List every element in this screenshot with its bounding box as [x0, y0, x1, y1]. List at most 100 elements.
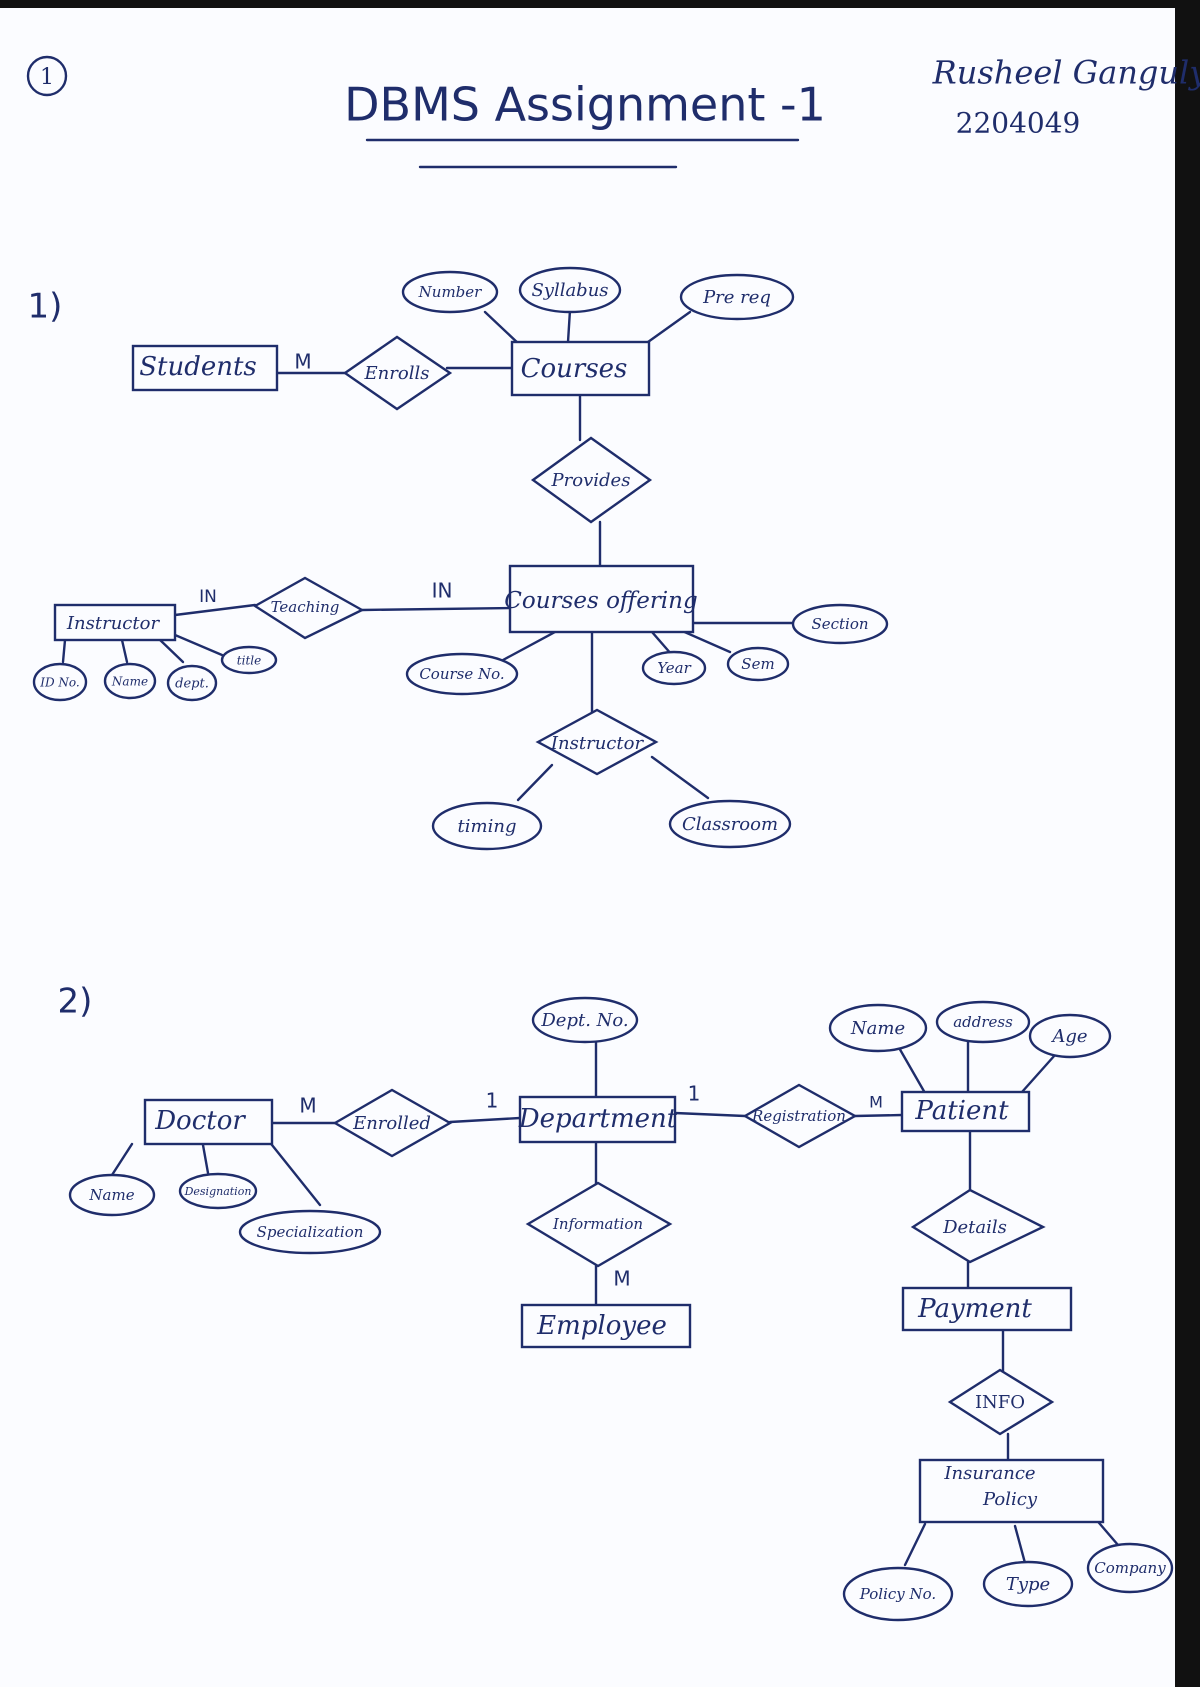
attribute-year: Year	[641, 650, 707, 686]
attribute-label: Sem	[741, 655, 774, 673]
relationship-label: Provides	[551, 470, 631, 491]
attribute-doctor-name: Name	[68, 1173, 156, 1217]
attribute-course-no: Course No.	[405, 652, 519, 696]
attribute-label: Name	[850, 1018, 905, 1039]
diagram1-connectors	[61, 308, 797, 802]
relationship-enrolls: Enrolls	[342, 335, 453, 411]
attribute-address: address	[935, 1000, 1031, 1044]
attribute-prereq: Pre req	[679, 273, 795, 321]
diagram2-connectors	[110, 1040, 1120, 1567]
attribute-label: Age	[1050, 1026, 1087, 1047]
question-number-1: 1)	[28, 287, 63, 327]
entity-label-line1: Insurance	[943, 1463, 1035, 1484]
entity-doctor: Doctor	[143, 1098, 274, 1146]
cardinality-label: IN	[432, 579, 453, 603]
entity-courses: Courses	[510, 340, 651, 397]
relationship-label: Teaching	[271, 598, 340, 616]
entity-label: Patient	[914, 1096, 1009, 1126]
roll-number: 2204049	[956, 107, 1081, 140]
entity-payment: Payment	[901, 1286, 1073, 1332]
entity-instructor: Instructor	[53, 603, 177, 642]
relationship-label: Information	[552, 1215, 643, 1233]
attribute-classroom: Classroom	[668, 799, 792, 849]
paper-sheet	[0, 8, 1175, 1687]
entity-label: Doctor	[154, 1106, 246, 1136]
line-instructor-teaching	[173, 603, 257, 617]
attribute-label: Specialization	[257, 1223, 364, 1241]
attribute-label: address	[953, 1013, 1013, 1031]
attribute-label: Course No.	[419, 665, 504, 683]
er-diagram-2: 2) Doctor	[58, 982, 1174, 1622]
relationship-registration: Registration	[742, 1083, 858, 1149]
attribute-label: Policy No.	[859, 1585, 936, 1603]
relationship-label: INFO	[975, 1392, 1025, 1413]
attribute-label: Name	[111, 675, 148, 689]
attribute-label: Name	[88, 1186, 134, 1204]
line-instructor-rel-classroom	[650, 755, 710, 800]
line-instructor-dept	[156, 636, 185, 664]
attribute-specialization: Specialization	[238, 1209, 382, 1255]
entity-label-line2: Policy	[982, 1489, 1038, 1510]
attribute-timing: timing	[431, 801, 543, 851]
attribute-label: Number	[418, 283, 482, 301]
relationship-details: Details	[910, 1188, 1046, 1264]
line-patient-age	[1020, 1053, 1057, 1094]
attribute-policy-no: Policy No.	[842, 1566, 954, 1622]
line-doctor-designation	[201, 1143, 210, 1175]
line-instructor-title	[166, 630, 224, 657]
page-number-circle	[26, 55, 68, 97]
attribute-section: Section	[791, 603, 889, 645]
entity-patient: Patient	[900, 1090, 1031, 1133]
line-registration-patient	[853, 1113, 904, 1118]
attribute-label: Classroom	[682, 814, 778, 835]
line-prereq-courses	[646, 310, 692, 344]
relationship-label: Details	[942, 1217, 1007, 1238]
page-title: DBMS Assignment -1	[344, 78, 826, 132]
page-number: 1	[40, 65, 54, 90]
entity-label: Department	[518, 1104, 678, 1134]
attribute-label: title	[237, 654, 261, 668]
line-teaching-offering	[360, 606, 512, 612]
attribute-company: Company	[1086, 1542, 1174, 1594]
cardinality-label: M	[613, 1267, 630, 1291]
header: 1 DBMS Assignment -1 Rusheel Ganguly 220…	[26, 54, 1200, 169]
cardinality-label: 1	[688, 1082, 701, 1106]
attribute-designation: Designation	[178, 1172, 258, 1210]
cardinality-label: 1	[486, 1089, 499, 1113]
relationship-label: Instructor	[550, 733, 645, 754]
attribute-dept: dept.	[166, 664, 218, 702]
line-patient-name	[896, 1044, 927, 1095]
entity-label: Employee	[536, 1311, 667, 1341]
attribute-type: Type	[982, 1560, 1074, 1608]
attribute-label: Company	[1094, 1559, 1166, 1577]
line-instructor-rel-timing	[516, 763, 554, 802]
entity-label: Students	[139, 352, 257, 382]
cardinality-label: M	[294, 350, 311, 374]
attribute-label: timing	[458, 816, 517, 837]
line-doctor-specialization	[266, 1138, 322, 1207]
attribute-number: Number	[401, 270, 499, 314]
entity-department: Department	[518, 1095, 678, 1144]
relationship-label: Registration	[751, 1107, 846, 1125]
attribute-label: Dept. No.	[540, 1010, 628, 1031]
attribute-id-no: ID No.	[32, 662, 88, 702]
line-offering-sem	[678, 628, 732, 654]
entity-courses-offering: Courses offering	[504, 564, 698, 634]
question-number-2: 2)	[58, 982, 93, 1022]
author-name: Rusheel Ganguly	[932, 54, 1200, 92]
entity-employee: Employee	[520, 1303, 692, 1349]
attribute-instructor-name: Name	[103, 662, 157, 700]
relationship-information: Information	[525, 1181, 673, 1268]
attribute-syllabus: Syllabus	[518, 266, 622, 314]
relationship-teaching: Teaching	[252, 576, 365, 640]
entity-label: Payment	[917, 1294, 1032, 1324]
attribute-dept-no: Dept. No.	[531, 996, 639, 1044]
attribute-title: title	[220, 645, 278, 675]
line-number-courses	[483, 310, 522, 347]
line-insurance-policyno	[903, 1522, 927, 1567]
cardinality-label: M	[869, 1093, 883, 1112]
entity-label: Courses	[521, 354, 628, 384]
entity-students: Students	[131, 344, 279, 392]
cardinality-label: M	[299, 1094, 316, 1118]
